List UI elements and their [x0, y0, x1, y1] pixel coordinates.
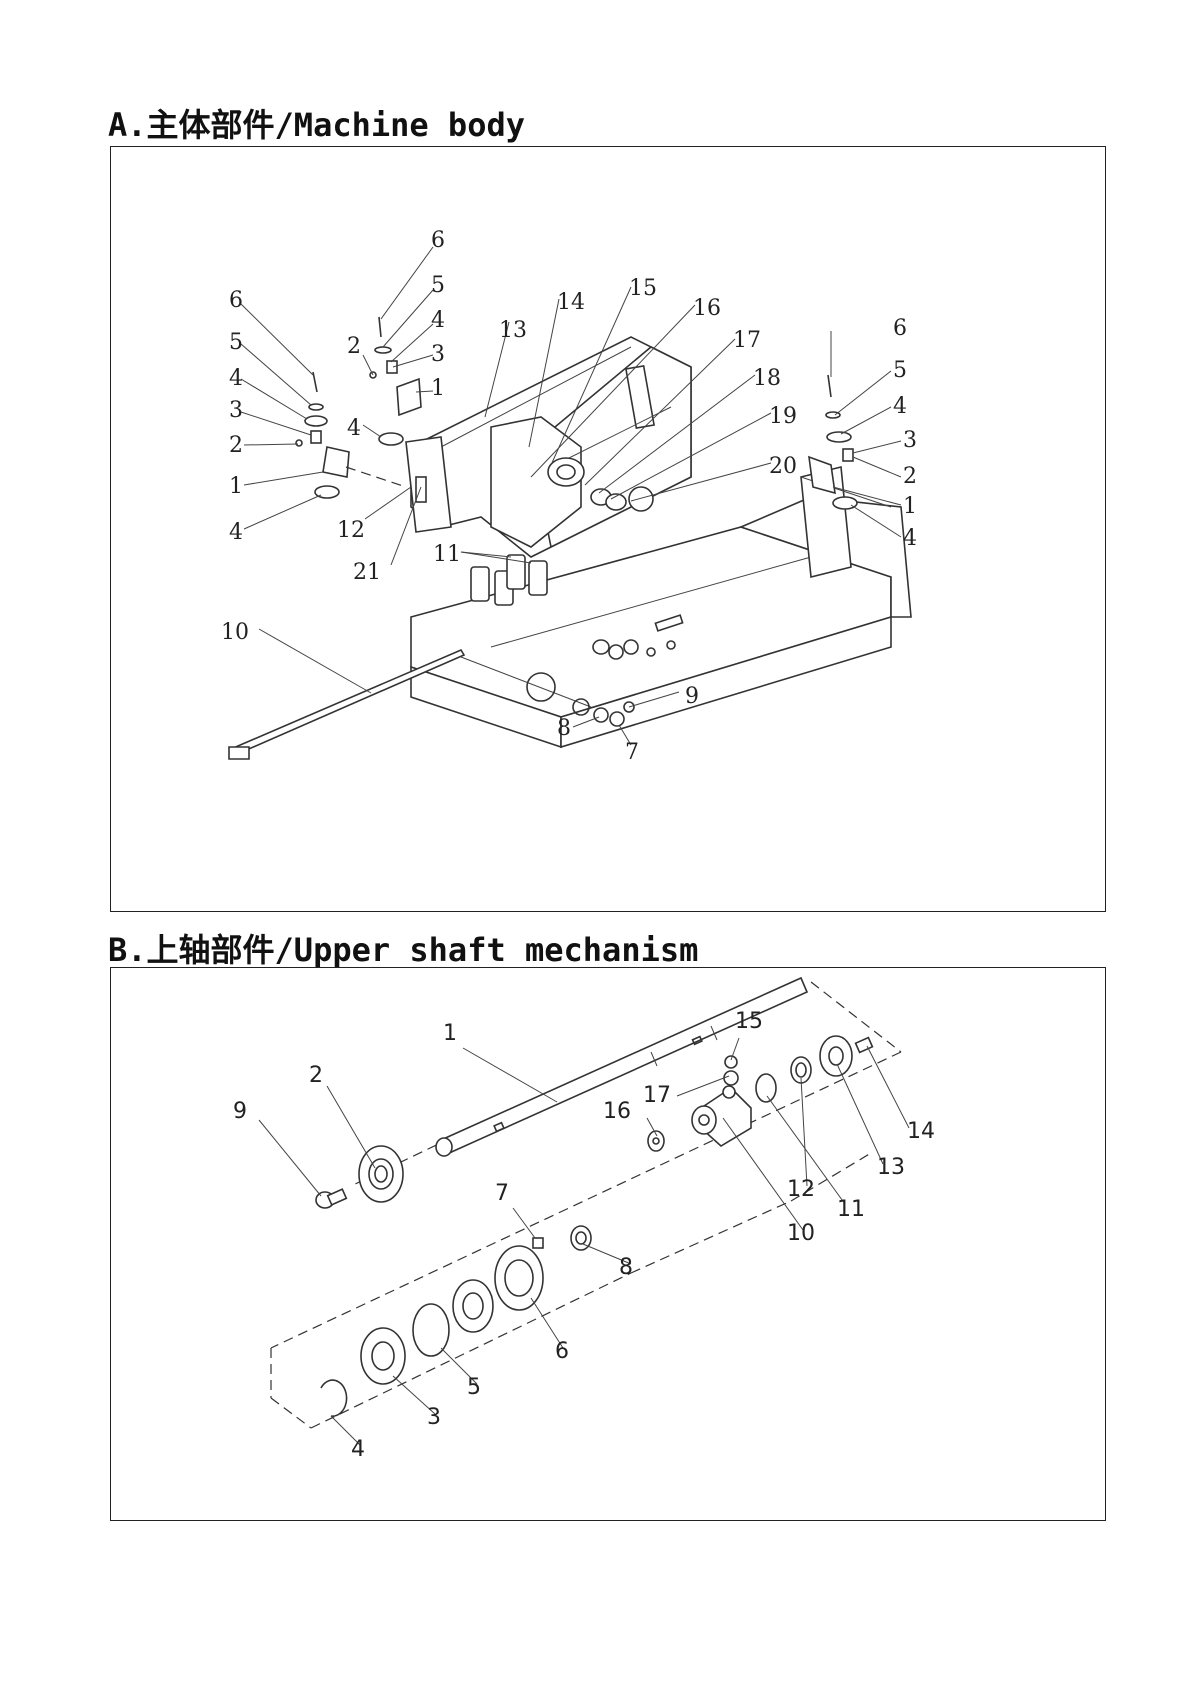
callout: 2	[229, 433, 243, 458]
callout: 4	[893, 394, 907, 419]
upper-shaft	[436, 978, 807, 1156]
callout: 3	[903, 428, 917, 453]
callout: 4	[431, 308, 445, 333]
callout: 7	[625, 740, 639, 765]
callout: 9	[685, 684, 699, 709]
callout: 4	[229, 366, 243, 391]
callout: 5	[229, 330, 243, 355]
callout: 8	[557, 716, 571, 741]
callout: 15	[629, 276, 657, 301]
callout: 11	[433, 542, 461, 567]
callout: 17	[643, 1083, 671, 1108]
screw-9	[316, 1189, 346, 1208]
callout: 14	[907, 1119, 935, 1144]
callout: 6	[893, 316, 907, 341]
callout: 21	[353, 560, 381, 585]
callout: 6	[555, 1339, 569, 1364]
callout: 6	[229, 288, 243, 313]
callout: 1	[443, 1021, 457, 1046]
callout: 2	[903, 464, 917, 489]
callout: 16	[603, 1099, 631, 1124]
callout: 11	[837, 1197, 865, 1222]
callout: 13	[877, 1155, 905, 1180]
callout: 6	[431, 228, 445, 253]
callout: 3	[229, 398, 243, 423]
callout: 4	[903, 526, 917, 551]
callout: 5	[893, 358, 907, 383]
machine-arm	[406, 337, 691, 557]
upper-shaft-diagram: 1 2 9 15 17 16 14 13 12 11 10 7 8 6 5 3 …	[110, 967, 1106, 1521]
callout: 17	[733, 328, 761, 353]
callout: 4	[351, 1437, 365, 1462]
callout: 5	[467, 1375, 481, 1400]
callout: 8	[619, 1255, 633, 1280]
callout: 7	[495, 1181, 509, 1206]
callout: 2	[347, 334, 361, 359]
callout: 4	[229, 520, 243, 545]
callout: 12	[787, 1177, 815, 1202]
callout: 1	[431, 376, 445, 401]
callout: 14	[557, 290, 585, 315]
machine-body-drawing: 6 5 4 3 2 1 4 6 5 4 3 2 1 4 13 14 15 16 …	[111, 147, 1107, 913]
machine-body-diagram: 6 5 4 3 2 1 4 6 5 4 3 2 1 4 13 14 15 16 …	[110, 146, 1106, 912]
callout: 2	[309, 1063, 323, 1088]
callout: 10	[221, 620, 249, 645]
callout: 16	[693, 296, 721, 321]
callout: 3	[431, 342, 445, 367]
callout: 3	[427, 1405, 441, 1430]
section-a-title: A.主体部件/Machine body	[108, 100, 525, 146]
callout: 1	[903, 494, 917, 519]
section-b-title: B.上轴部件/Upper shaft mechanism	[108, 925, 698, 971]
crank-assembly	[648, 1036, 872, 1151]
bearing-2	[359, 1146, 403, 1202]
cover-plate	[229, 650, 464, 759]
callout: 4	[347, 416, 361, 441]
callout: 1	[229, 474, 243, 499]
lower-row-parts	[321, 1226, 591, 1416]
callout: 19	[769, 404, 797, 429]
callout: 10	[787, 1221, 815, 1246]
callout: 18	[753, 366, 781, 391]
callout: 12	[337, 518, 365, 543]
callout: 9	[233, 1099, 247, 1124]
callout: 15	[735, 1009, 763, 1034]
callout: 13	[499, 318, 527, 343]
callout: 20	[769, 454, 797, 479]
upper-shaft-drawing: 1 2 9 15 17 16 14 13 12 11 10 7 8 6 5 3 …	[111, 968, 1107, 1522]
center-left-mount-stack	[370, 317, 421, 445]
callout: 5	[431, 273, 445, 298]
